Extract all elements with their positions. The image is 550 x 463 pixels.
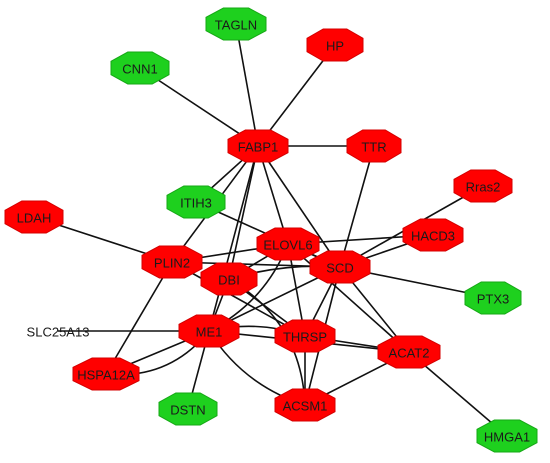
node-label-cnn1: CNN1: [122, 62, 157, 77]
node-label-thrsp: THRSP: [283, 330, 327, 345]
node-label-dbi: DBI: [218, 273, 240, 288]
node-hacd3[interactable]: HACD3: [402, 218, 464, 252]
edge-fabp1-dbi: [228, 145, 259, 280]
node-shape-rras2: [453, 169, 513, 203]
node-slc25a13[interactable]: SLC25A13: [27, 325, 90, 340]
edge-tagln-fabp1: [235, 23, 259, 147]
edge-plin2-hspa12a: [105, 261, 173, 375]
node-elovl6[interactable]: ELOVL6: [256, 227, 320, 261]
node-label-elovl6: ELOVL6: [263, 238, 312, 253]
node-scd[interactable]: SCD: [309, 250, 371, 284]
node-label-acat2: ACAT2: [389, 346, 430, 361]
node-label-scd: SCD: [326, 261, 353, 276]
node-label-me1: ME1: [196, 325, 223, 340]
node-label-dstn: DSTN: [170, 403, 205, 418]
node-label-rras2: Rras2: [466, 180, 501, 195]
node-ttr[interactable]: TTR: [346, 129, 402, 163]
node-label-tagln: TAGLN: [215, 18, 257, 33]
node-shape-ptx3: [464, 281, 522, 315]
edge-fabp1-me1: [208, 145, 259, 332]
node-shape-dbi: [200, 262, 258, 296]
node-shape-hmga1: [476, 419, 538, 453]
node-label-itih3: ITIH3: [180, 196, 212, 211]
node-label-slc25a13: SLC25A13: [27, 325, 90, 340]
node-rras2[interactable]: Rras2: [453, 169, 513, 203]
node-label-ldah: LDAH: [17, 211, 52, 226]
node-shape-ldah: [4, 200, 64, 234]
node-shape-ttr: [346, 129, 402, 163]
node-shape-itih3: [166, 185, 226, 219]
node-hp[interactable]: HP: [306, 28, 364, 62]
node-fabp1[interactable]: FABP1: [227, 129, 289, 163]
node-shape-thrsp: [274, 319, 336, 353]
node-label-fabp1: FABP1: [238, 140, 278, 155]
node-shape-cnn1: [110, 51, 170, 85]
edge-elovl6-acat2: [287, 243, 410, 353]
node-dstn[interactable]: DSTN: [158, 392, 218, 426]
node-acat2[interactable]: ACAT2: [377, 335, 441, 369]
node-ptx3[interactable]: PTX3: [464, 281, 522, 315]
node-cnn1[interactable]: CNN1: [110, 51, 170, 85]
node-shape-hp: [306, 28, 364, 62]
node-dbi[interactable]: DBI: [200, 262, 258, 296]
edge-cnn1-fabp1: [139, 67, 259, 147]
node-acsm1[interactable]: ACSM1: [274, 388, 336, 422]
node-hspa12a[interactable]: HSPA12A: [72, 357, 140, 391]
node-label-hp: HP: [326, 39, 344, 54]
node-shape-dstn: [158, 392, 218, 426]
node-shape-acsm1: [274, 388, 336, 422]
node-shape-fabp1: [227, 129, 289, 163]
node-label-hmga1: HMGA1: [484, 430, 530, 445]
node-tagln[interactable]: TAGLN: [205, 7, 267, 41]
node-shape-scd: [309, 250, 371, 284]
edge-ttr-scd: [339, 145, 375, 268]
node-me1[interactable]: ME1: [178, 314, 240, 348]
node-hmga1[interactable]: HMGA1: [476, 419, 538, 453]
node-label-hacd3: HACD3: [411, 229, 455, 244]
node-label-acsm1: ACSM1: [283, 399, 328, 414]
node-plin2[interactable]: PLIN2: [141, 245, 203, 279]
node-shape-tagln: [205, 7, 267, 41]
edge-fabp1-scd: [257, 145, 341, 268]
node-shape-hspa12a: [72, 357, 140, 391]
edge-plin2-thrsp: [171, 261, 306, 337]
node-label-hspa12a: HSPA12A: [77, 368, 135, 383]
node-thrsp[interactable]: THRSP: [274, 319, 336, 353]
node-itih3[interactable]: ITIH3: [166, 185, 226, 219]
node-label-ttr: TTR: [361, 140, 386, 155]
node-ldah[interactable]: LDAH: [4, 200, 64, 234]
node-shape-hacd3: [402, 218, 464, 252]
edge-hp-fabp1: [257, 44, 336, 147]
node-shape-me1: [178, 314, 240, 348]
node-shape-elovl6: [256, 227, 320, 261]
node-label-plin2: PLIN2: [154, 256, 190, 271]
node-shape-acat2: [377, 335, 441, 369]
node-label-ptx3: PTX3: [477, 292, 510, 307]
node-shape-plin2: [141, 245, 203, 279]
